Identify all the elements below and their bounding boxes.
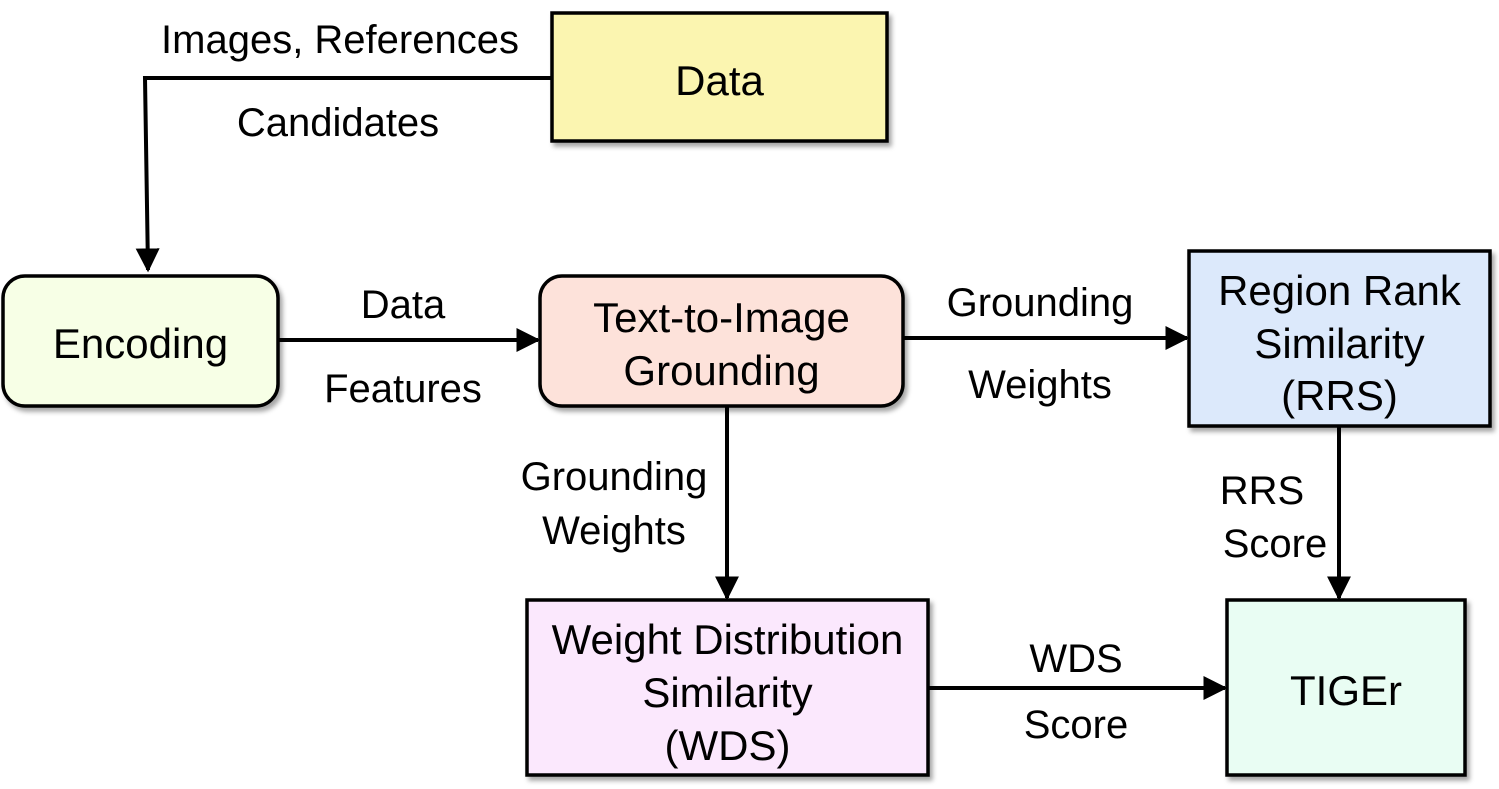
edge-label-grounding: Grounding (947, 281, 1134, 325)
node-weight-distribution-similarity: Weight Distribution Similarity (WDS) (525, 598, 930, 777)
node-tiger: TIGEr (1225, 598, 1467, 777)
edge-label-images-references: Images, References (161, 18, 519, 62)
node-wds-label-line-2: Similarity (642, 669, 812, 716)
node-text-to-image-grounding: Text-to-Image Grounding (538, 274, 905, 408)
node-data-label: Data (675, 57, 764, 104)
node-data-box (550, 11, 889, 143)
node-encoding: Encoding (1, 274, 280, 408)
node-tiger-box (1225, 598, 1467, 777)
node-wds-box (525, 598, 930, 777)
node-encoding-box (1, 274, 280, 408)
edge-encoding-to-grounding: Data Features (278, 283, 541, 411)
edge-label-weights: Weights (968, 363, 1112, 407)
edge-data-to-encoding: Images, References Candidates (135, 18, 552, 273)
edge-rrs-to-tiger: RRS Score (1220, 427, 1351, 601)
node-wds-label-line-1: Weight Distribution (552, 616, 904, 663)
edge-grounding-to-rrs: Grounding Weights (903, 281, 1190, 407)
node-tiger-label: TIGEr (1290, 667, 1402, 714)
edge-label-score: Score (1024, 703, 1129, 747)
edge-line-data-to-encoding (135, 76, 552, 273)
node-rrs-box (1187, 249, 1492, 428)
node-grounding-label-line-2: Grounding (623, 347, 819, 394)
edge-label-wds: WDS (1029, 637, 1122, 681)
node-region-rank-similarity: Region Rank Similarity (RRS) (1187, 249, 1492, 428)
edge-label-rrs: RRS (1220, 469, 1304, 513)
node-wds-label-line-3: (WDS) (665, 722, 791, 769)
edge-label-candidates: Candidates (237, 101, 439, 145)
edge-label-grounding: Grounding (521, 455, 708, 499)
node-rrs-label-line-2: Similarity (1254, 320, 1424, 367)
edge-label-data: Data (361, 283, 446, 327)
edge-label-score: Score (1223, 522, 1328, 566)
node-data: Data (550, 11, 889, 143)
edge-grounding-to-wds: Grounding Weights (521, 407, 739, 601)
node-rrs-label-line-1: Region Rank (1218, 267, 1462, 314)
node-rrs-label-line-3: (RRS) (1281, 372, 1398, 419)
node-grounding-label-line-1: Text-to-Image (593, 294, 850, 341)
edge-wds-to-tiger: WDS Score (928, 637, 1228, 747)
edge-label-weights: Weights (542, 509, 686, 553)
node-grounding-box (538, 274, 905, 408)
node-encoding-label: Encoding (53, 320, 228, 367)
edge-label-features: Features (324, 367, 482, 411)
